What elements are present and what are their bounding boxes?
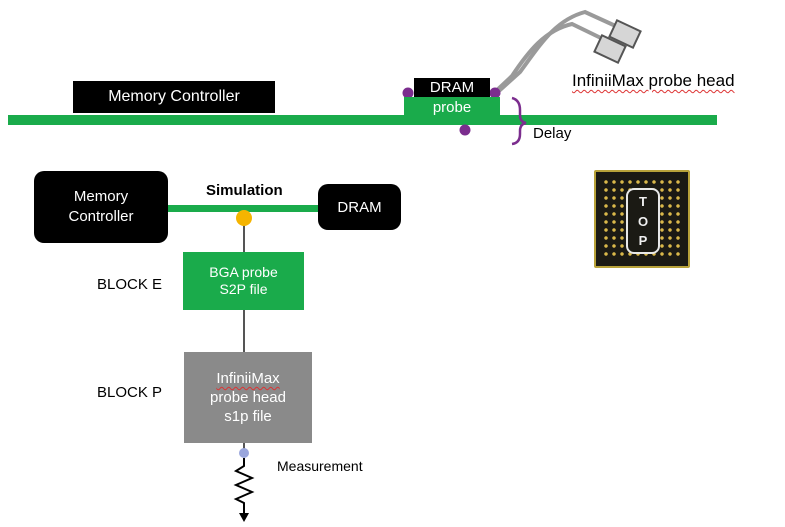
block-e-line2: S2P file [219, 281, 268, 297]
probe-dot-right [489, 87, 501, 99]
sim-memory-controller-line1: Memory [73, 188, 129, 205]
probe-dot-left [402, 87, 414, 99]
sim-memory-controller-box: Memory Controller [34, 171, 168, 243]
block-e-label: BLOCK E [97, 276, 163, 293]
pcb-top-outline: T O P [626, 188, 660, 254]
block-e-line1: BGA probe [209, 264, 278, 280]
top-dram-label: DRAM [429, 79, 475, 96]
sim-dram-label: DRAM [337, 198, 382, 216]
block-p-line1: InfiniiMax [216, 370, 280, 387]
probe-cable [493, 9, 622, 94]
top-memory-controller-box: Memory Controller [73, 81, 275, 113]
probe-board-photo: T O P [594, 170, 690, 268]
top-memory-controller-label: Memory Controller [108, 88, 240, 105]
simulation-title: Simulation [206, 182, 283, 199]
block-p-line3: s1p file [224, 408, 272, 425]
pcb-letter-t: T [639, 194, 647, 210]
probe-label: probe [432, 99, 472, 116]
block-e-box: BGA probe S2P file [183, 252, 304, 310]
probe-dot-bottom [459, 124, 471, 136]
delay-label: Delay [533, 125, 572, 142]
sim-memory-controller-line2: Controller [68, 208, 134, 225]
top-dram-box: DRAM [414, 78, 490, 97]
probe-head-label: InfiniiMax probe head [572, 71, 735, 90]
junction-dot [236, 210, 252, 226]
measurement-dot [239, 448, 249, 458]
probe-box: probe [404, 97, 500, 118]
pcb-letter-o: O [637, 213, 649, 229]
measurement-label: Measurement [277, 458, 363, 474]
delay-bracket [511, 96, 527, 146]
probe-tips [593, 19, 642, 64]
top-green-trace [8, 115, 717, 125]
block-p-line2: probe head [210, 389, 286, 406]
sim-green-trace [165, 205, 325, 212]
block-p-label: BLOCK P [97, 384, 163, 401]
resistor-icon [233, 458, 255, 515]
block-p-box: InfiniiMax probe head s1p file [184, 352, 312, 443]
pcb-letter-p: P [638, 232, 648, 248]
sim-dram-box: DRAM [318, 184, 401, 230]
arrow-down-icon [239, 513, 249, 522]
